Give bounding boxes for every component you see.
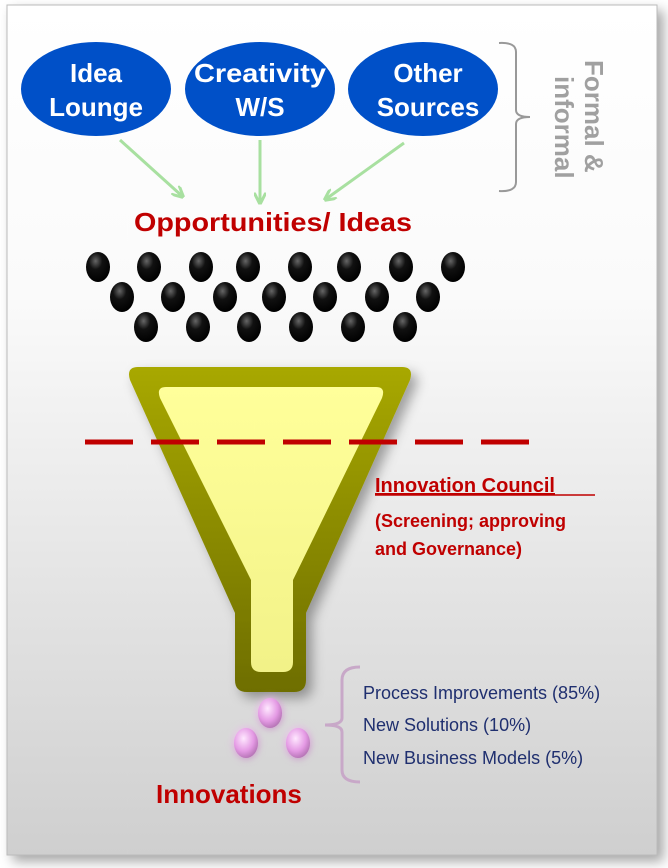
bracket-label-line: Formal & [579, 60, 609, 173]
idea-dot [341, 312, 365, 342]
outcome-item: Process Improvements (85%) [363, 683, 600, 703]
outcome-item: New Business Models (5%) [363, 748, 583, 768]
idea-dot [441, 252, 465, 282]
council-title: Innovation Council [375, 475, 555, 497]
idea-dot [389, 252, 413, 282]
opportunities-label: Opportunities/ Ideas [134, 207, 412, 237]
outcomes-bracket [324, 665, 361, 784]
source-label-line: Other [393, 58, 462, 88]
idea-dot [289, 312, 313, 342]
idea-dot [137, 252, 161, 282]
idea-dot [213, 282, 237, 312]
sources-bracket [498, 41, 531, 193]
source-label-line: Idea [70, 58, 123, 88]
arrow-icon [118, 138, 182, 196]
idea-dot [416, 282, 440, 312]
idea-dot [337, 252, 361, 282]
funnel [129, 367, 411, 692]
source-label-line: Lounge [49, 92, 143, 122]
arrow-icon [326, 141, 405, 199]
idea-dot [237, 312, 261, 342]
source-label-line: Sources [377, 92, 480, 122]
idea-dot [161, 282, 185, 312]
idea-dot [86, 252, 110, 282]
source-other-sources: Other Sources [348, 42, 498, 136]
idea-dot [189, 252, 213, 282]
idea-dot [365, 282, 389, 312]
source-idea-lounge: Idea Lounge [21, 42, 171, 136]
idea-dot [393, 312, 417, 342]
idea-dot [236, 252, 260, 282]
source-creativity-ws: Creativity W/S [185, 42, 335, 136]
idea-dot [288, 252, 312, 282]
source-label-line: Creativity [194, 58, 327, 88]
idea-dot [262, 282, 286, 312]
idea-dot [110, 282, 134, 312]
innovation-balls [234, 698, 310, 758]
council-description-line: and Governance) [375, 539, 522, 559]
bracket-label-line: informal [549, 76, 579, 179]
council-description-line: (Screening; approving [375, 511, 566, 531]
idea-dot [313, 282, 337, 312]
outcome-item: New Solutions (10%) [363, 715, 531, 735]
idea-dots [86, 252, 465, 342]
innovations-label: Innovations [156, 779, 302, 809]
source-label-line: W/S [235, 92, 284, 122]
idea-dot [186, 312, 210, 342]
idea-dot [134, 312, 158, 342]
